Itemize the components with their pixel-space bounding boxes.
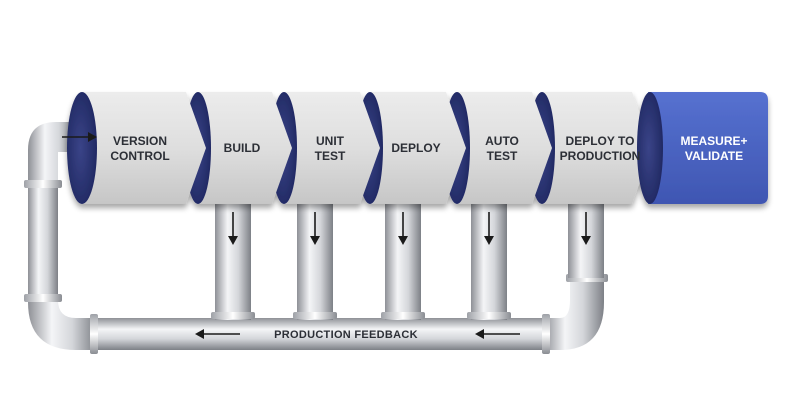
drop-pipes [211, 200, 604, 320]
down-arrow-icon [398, 212, 408, 245]
stage-label-line2: TEST [487, 149, 518, 163]
down-arrows [228, 212, 591, 245]
stage-labels: VERSION CONTROL BUILD UNIT TEST DEPLOY A… [110, 134, 747, 163]
pipe-elbow-top-left [28, 122, 76, 190]
down-arrow-icon [310, 212, 320, 245]
stage-chevrons [67, 92, 768, 204]
stage-label-line1: UNIT [316, 134, 345, 148]
stage-label-line1: AUTO [485, 134, 519, 148]
stage-label-line2: CONTROL [110, 149, 169, 163]
stage-label-line1: DEPLOY TO [566, 134, 635, 148]
pipe-flange [467, 312, 511, 319]
left-arrow-icon [475, 329, 520, 339]
left-arrows [195, 329, 520, 339]
pipe-flange [90, 314, 98, 354]
pipe-flange [542, 314, 550, 354]
feedback-pipe [24, 122, 608, 354]
stage-version-control [67, 92, 206, 204]
pipe-flange [211, 312, 255, 319]
down-arrow-icon [581, 212, 591, 245]
stage-measure-validate [637, 92, 768, 204]
pipe-left-vertical [28, 182, 58, 302]
left-arrow-icon [195, 329, 240, 339]
stage-label-line2: PRODUCTION [560, 149, 641, 163]
stage-label-line1: DEPLOY [391, 141, 440, 155]
final-stage-label-line1: MEASURE+ [680, 134, 747, 148]
pipe-bottom-horizontal [92, 318, 548, 350]
down-arrow-icon [228, 212, 238, 245]
stage-label-line1: BUILD [224, 141, 261, 155]
stage-label-line2: TEST [315, 149, 346, 163]
final-stage-label-line2: VALIDATE [685, 149, 743, 163]
pipe-elbow-bottom-right [544, 282, 604, 350]
right-arrow-icon [62, 132, 97, 142]
pipe-flange [24, 294, 62, 302]
feedback-label: PRODUCTION FEEDBACK [274, 329, 418, 341]
down-arrow-icon [484, 212, 494, 245]
pipe-flange [381, 312, 425, 319]
pipe-flange [293, 312, 337, 319]
pipe-flange [24, 180, 62, 188]
pipe-elbow-bottom-left [28, 296, 96, 350]
stage-label-line1: VERSION [113, 134, 167, 148]
